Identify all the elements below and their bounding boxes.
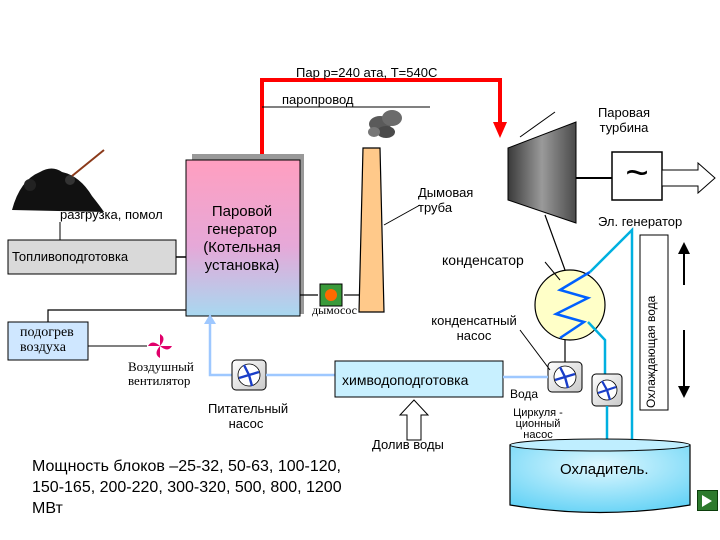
cooler-tank (509, 438, 691, 514)
water-makeup-label: Долив воды (372, 437, 444, 452)
steam-params-label: Пар р=240 ата, T=540C (296, 65, 438, 80)
chimney-leader (383, 204, 421, 226)
steam-turbine (507, 121, 577, 224)
condenser-leader (544, 261, 561, 281)
steam-line-label: паропровод (282, 92, 354, 107)
smoke-exhauster-label: дымосос (312, 303, 358, 317)
condensate-pump-icon (547, 361, 583, 393)
blower-fan-label: Воздушный вентилятор (128, 359, 194, 388)
power-output-arrow (661, 161, 716, 195)
cooling-water-label: Охлаждающая вода (644, 295, 658, 408)
next-slide-icon[interactable] (697, 490, 718, 511)
cooling-water-box (639, 234, 669, 411)
cooler-label: Охладитель. (560, 461, 649, 478)
fuel-prep-label: Топливоподготовка (12, 249, 129, 264)
condenser-label: конденсатор (442, 252, 524, 268)
condensate-pump-leader (519, 329, 551, 371)
chimney (358, 147, 385, 313)
air-heating-box (7, 321, 89, 361)
smoke-exhauster-icon (319, 283, 343, 307)
water-label: Вода (510, 387, 539, 401)
feed-pump-label: Питательный насос (208, 401, 289, 431)
fuel-prep-box (7, 239, 177, 275)
circ-pump-label: Циркуля - ционный насос (513, 407, 563, 441)
turbine-label: Паровая турбина (597, 105, 651, 135)
exhaust-line (544, 214, 566, 271)
generator-symbol: ~ (625, 151, 649, 195)
unloading-label: разгрузка, помол (60, 207, 163, 222)
cooling-water-lines (587, 226, 634, 445)
el-generator-label: Эл. генератор (598, 214, 683, 229)
steam-generator-label: Паровой генератор (Котельная установка) (203, 203, 281, 274)
capacity-label: Мощность блоков –25-32, 50-63, 100-120, … (32, 458, 342, 517)
water-makeup-arrow (398, 399, 430, 441)
feed-water-line (204, 314, 232, 377)
water-treatment-label: химводоподготовка (342, 372, 469, 388)
air-heating-label: подогрев воздуха (20, 325, 74, 355)
circulation-pump-icon (591, 373, 623, 407)
air-line (47, 309, 186, 322)
steam-line (260, 78, 507, 160)
coal-pile-icon (12, 149, 105, 212)
fan-icon (148, 334, 172, 358)
chimney-label: Дымовая труба (418, 185, 474, 215)
steam-generator-box (185, 159, 301, 317)
condensate-pump-label: конденсатный насос (431, 313, 517, 343)
feed-pump-icon (231, 359, 267, 391)
turbine-leader (519, 111, 556, 138)
water-treatment-box (334, 360, 504, 398)
smoke-cloud-icon (368, 110, 402, 138)
